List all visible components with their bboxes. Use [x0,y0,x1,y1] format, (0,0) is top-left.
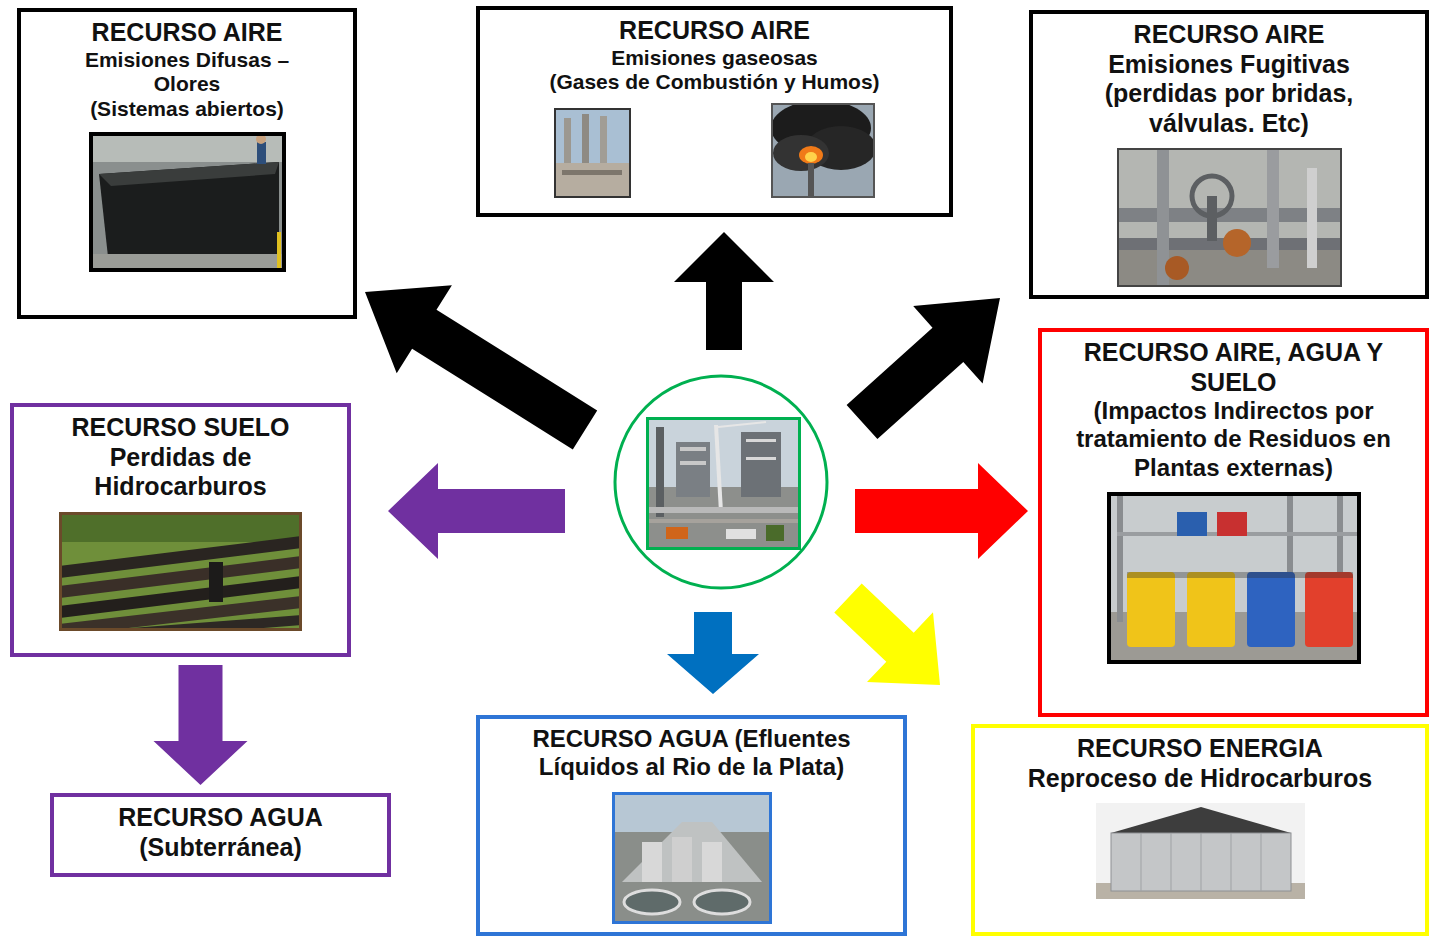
box-text: (Subterránea) [139,833,302,863]
flow-arrow [154,665,248,785]
effluent-plant-photo [612,792,772,924]
box-heading: RECURSO AGUA [118,803,323,833]
box-text: (perdidas por bridas, válvulas. Etc) [1064,79,1394,138]
tank-photo [1096,803,1305,899]
box-text: Emisiones gaseosas [611,46,818,71]
center-circle [615,376,827,588]
resource-box: RECURSO AIREEmisiones Fugitivas(perdidas… [1029,10,1429,299]
box-text: Reproceso de Hidrocarburos [1028,764,1373,794]
yellow-arrow [834,584,940,686]
resource-box: RECURSO AIREEmisiones gaseosas(Gases de … [476,6,953,217]
box-heading: RECURSO AIRE, AGUA Y SUELO [1069,338,1399,397]
open-pit-photo [89,132,286,272]
resource-box: RECURSO AIRE, AGUA Y SUELO(Impactos Indi… [1038,328,1429,717]
flare-smoke-photo [771,103,875,198]
blue-arrow [667,612,759,694]
box-heading: RECURSO AIRE [619,16,810,46]
chimney-photo [554,108,631,198]
box-text: (Impactos Indirectos por tratamiento de … [1051,397,1416,482]
box-heading: RECURSO SUELO [71,413,289,443]
box-heading: RECURSO AIRE [1134,20,1325,50]
box-text: Emisiones Fugitivas [1108,50,1350,80]
waste-drums-photo [1107,492,1361,664]
black-arrow [847,298,1000,439]
black-arrow [674,232,774,350]
box-text: Emisiones Difusas – Olores [67,48,307,98]
resource-box: RECURSO AIREEmisiones Difusas – Olores(S… [17,8,357,319]
resource-box: RECURSO AGUA(Subterránea) [50,793,391,877]
photo-group [554,103,875,198]
box-heading: RECURSO ENERGIA [1077,734,1323,764]
box-heading: RECURSO AGUA (Efluentes Líquidos al Rio … [492,725,892,782]
box-text: (Gases de Combustión y Humos) [549,70,879,95]
resource-box: RECURSO SUELOPerdidas de Hidrocarburos [10,403,351,657]
refinery-photo [646,417,801,550]
purple-arrow [388,463,565,559]
resource-box: RECURSO AGUA (Efluentes Líquidos al Rio … [476,715,907,936]
red-arrow [855,463,1028,559]
valves-photo [1117,148,1342,287]
box-text: Perdidas de Hidrocarburos [56,443,306,502]
resource-box: RECURSO ENERGIAReproceso de Hidrocarburo… [971,724,1429,936]
black-arrow [365,285,597,449]
box-heading: RECURSO AIRE [92,18,283,48]
box-text: (Sistemas abiertos) [90,97,284,122]
pipes-photo [59,512,302,631]
